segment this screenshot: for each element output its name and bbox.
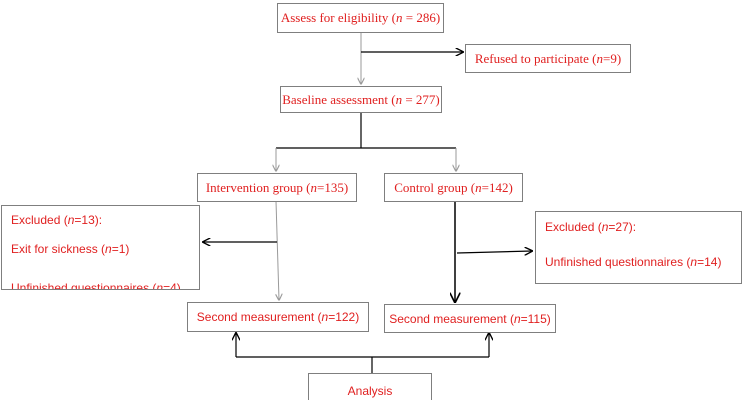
excluded-control-header: Excluded (n=27): — [545, 220, 637, 234]
control-group-box: Control group (n=142) — [384, 173, 523, 202]
second-measurement-control-box: Second measurement (n=115) — [384, 304, 556, 333]
baseline-label: Baseline assessment (n = 277) — [282, 91, 440, 107]
intervention-group-label: Intervention group (n=135) — [205, 179, 349, 195]
control-group-label: Control group (n=142) — [394, 179, 513, 195]
refused-label: Refused to participate (n=9) — [474, 50, 622, 66]
baseline-box: Baseline assessment (n = 277) — [280, 86, 442, 113]
intervention-group-box: Intervention group (n=135) — [197, 173, 357, 202]
excluded-intervention-box: Excluded (n=13): Exit for sickness (n=1)… — [1, 205, 200, 290]
second-measurement-intervention-label: Second measurement (n=122) — [196, 310, 360, 324]
second-measurement-control-label: Second measurement (n=115) — [389, 311, 551, 326]
analysis-label: Analysis — [347, 384, 393, 398]
excluded-intervention-sickness: Exit for sickness (n=1) — [11, 242, 130, 256]
refused-box: Refused to participate (n=9) — [465, 44, 631, 73]
excluded-intervention-unfinished: Unfinished questionnaires (n=4) — [11, 281, 181, 290]
second-measurement-intervention-box: Second measurement (n=122) — [187, 302, 369, 332]
arrow-to-excluded-control — [456, 251, 532, 253]
arrow-intervention-to-second — [276, 200, 279, 300]
eligibility-label: Assess for eligibility (n = 286) — [280, 10, 441, 25]
analysis-box: Analysis — [308, 373, 432, 400]
excluded-control-unfinished: Unfinished questionnaires (n=14) — [545, 255, 722, 269]
eligibility-box: Assess for eligibility (n = 286) — [277, 3, 444, 33]
excluded-intervention-header: Excluded (n=13): — [11, 213, 103, 227]
excluded-control-box: Excluded (n=27): Unfinished questionnair… — [535, 211, 742, 284]
